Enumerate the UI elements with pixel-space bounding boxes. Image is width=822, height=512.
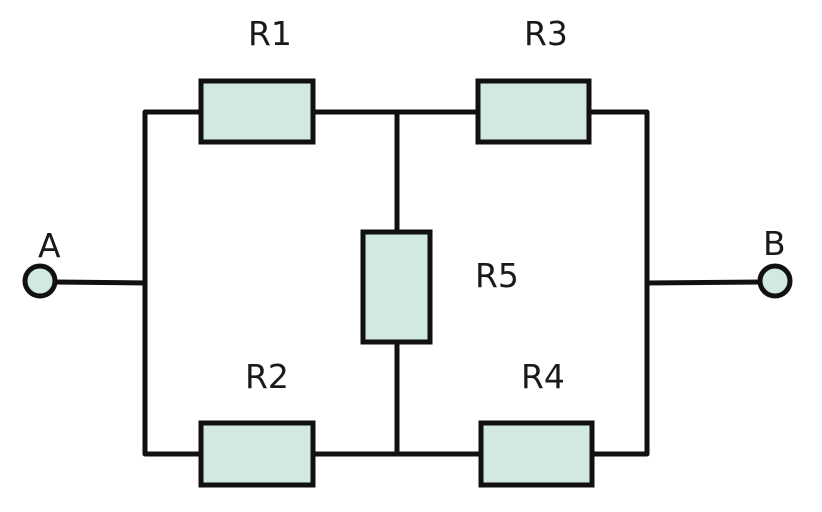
wires bbox=[53, 109, 763, 457]
resistor-r3 bbox=[475, 78, 592, 145]
wire-a-to-left-node bbox=[53, 279, 148, 286]
resistor-r4 bbox=[478, 420, 595, 488]
wire-right-node-to-b bbox=[644, 279, 763, 286]
label-r4: R4 bbox=[521, 357, 565, 396]
label-r1: R1 bbox=[248, 14, 292, 53]
terminal-a-icon bbox=[22, 263, 58, 299]
resistor-r5 bbox=[360, 229, 433, 345]
terminal-b-icon bbox=[757, 263, 793, 299]
label-terminal-b: B bbox=[763, 224, 786, 263]
label-r2: R2 bbox=[245, 357, 289, 396]
resistor-r2 bbox=[198, 420, 316, 488]
label-r3: R3 bbox=[524, 14, 568, 53]
resistor-r1 bbox=[198, 78, 316, 145]
label-terminal-a: A bbox=[38, 226, 61, 265]
wire-right-rail bbox=[587, 109, 650, 457]
wire-left-rail bbox=[142, 109, 203, 457]
label-r5: R5 bbox=[475, 256, 519, 295]
